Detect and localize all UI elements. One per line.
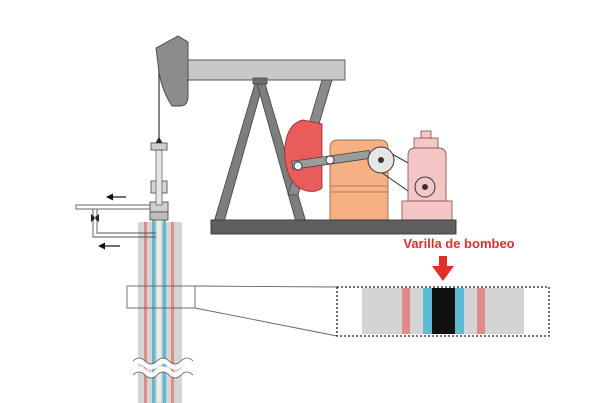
- magnified-tubing-left: [423, 288, 432, 334]
- arrow-left-icon: [98, 242, 120, 250]
- wellbore-tubing-right: [163, 212, 166, 403]
- magnifier-source: [126, 285, 196, 309]
- magnified-tubing-right: [455, 288, 464, 334]
- wellhead: [75, 142, 169, 250]
- pump-jack: [155, 35, 457, 235]
- crank-pin: [293, 161, 303, 171]
- flow-line-top: [75, 204, 157, 210]
- walking-beam: [178, 59, 346, 81]
- magnifier: [126, 285, 550, 337]
- magnified-casing-stripe-right: [477, 288, 485, 334]
- wellhead-valve: [149, 211, 169, 221]
- arrow-up-icon: [155, 137, 163, 143]
- sucker-rod-label: Varilla de bombeo: [403, 236, 515, 251]
- wellbore-tubing-left: [152, 212, 155, 403]
- motor-base: [401, 200, 453, 221]
- arrow-down-icon: [432, 256, 454, 281]
- check-valve-icon: [91, 214, 99, 222]
- polished-rod: [155, 149, 163, 206]
- magnified-casing-stripe-left: [402, 288, 410, 334]
- wellbore: [131, 204, 195, 403]
- magnified-section: [362, 288, 524, 334]
- bridle: [155, 64, 163, 143]
- carrier-bar: [150, 142, 168, 151]
- horsehead: [155, 35, 189, 107]
- base-skid: [210, 219, 457, 235]
- arrow-left-icon: [106, 193, 126, 201]
- wellbore-break-bottom: [131, 366, 195, 378]
- magnified-rod: [432, 288, 455, 334]
- crank-hub: [325, 155, 335, 165]
- samson-post-left: [213, 79, 265, 223]
- magnifier-frame: [336, 286, 550, 337]
- wellbore-break-top: [131, 358, 195, 370]
- wellbore-casing-stripe-left: [144, 222, 147, 403]
- saddle-bearing: [252, 77, 268, 85]
- wellbore-casing-stripe-right: [171, 222, 174, 403]
- counterweight: [284, 119, 323, 192]
